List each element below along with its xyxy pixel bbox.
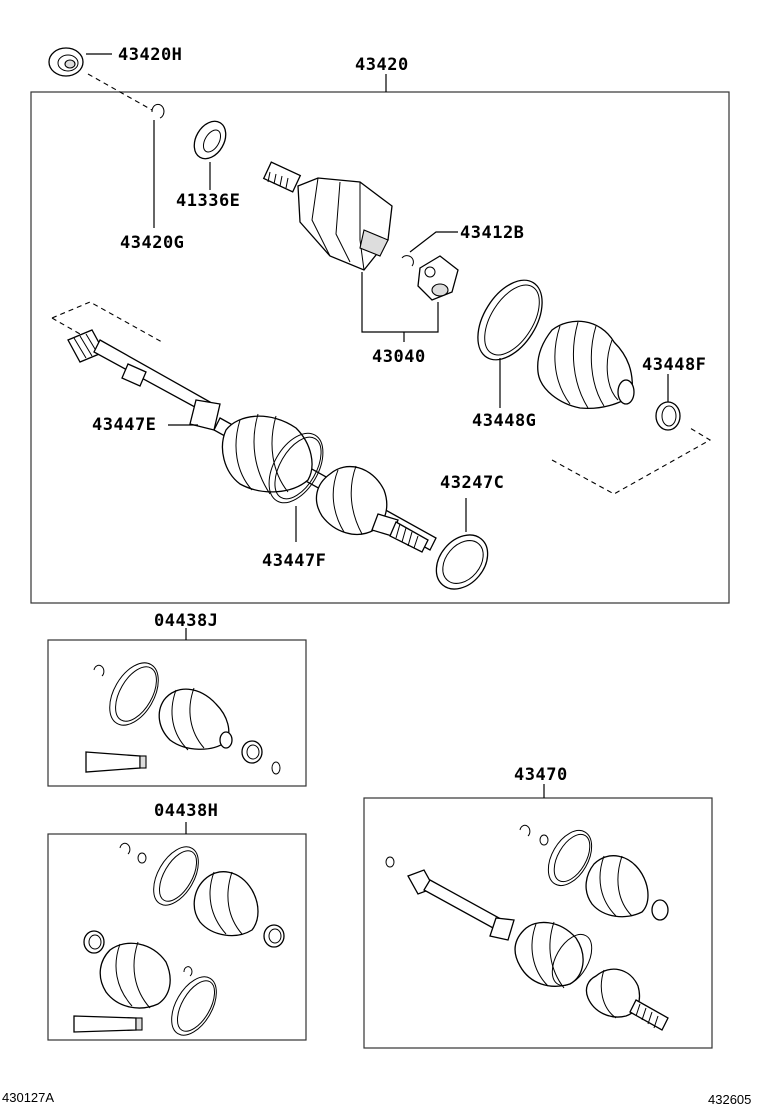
assembly-box-43420: [30, 91, 730, 604]
outboard-joint-icon[interactable]: [315, 465, 429, 553]
deflector-41336e-icon[interactable]: [188, 116, 232, 165]
ring-43247c-icon[interactable]: [426, 525, 498, 599]
label-43420[interactable]: 43420: [355, 55, 409, 75]
inboard-joint-housing-icon[interactable]: [262, 161, 393, 271]
label-43447e[interactable]: 43447E: [92, 415, 156, 435]
label-43247c[interactable]: 43247C: [440, 473, 504, 493]
clamp-43447f-icon[interactable]: [258, 424, 334, 512]
label-43447f[interactable]: 43447F: [262, 551, 326, 571]
seal-43420h-icon[interactable]: [48, 47, 84, 77]
kit-box-04438h: [47, 833, 307, 1041]
kit-04438j-parts-icon[interactable]: [85, 655, 281, 775]
footer-left-code: 430127A: [2, 1090, 54, 1105]
outboard-boot-icon[interactable]: [221, 413, 313, 495]
label-43448g[interactable]: 43448G: [472, 411, 536, 431]
assembly-box-43470: [363, 797, 713, 1049]
clamp-43448f-icon[interactable]: [655, 401, 681, 431]
tripod-icon[interactable]: [417, 255, 459, 301]
footer-right-code: 432605: [708, 1092, 751, 1107]
label-04438h[interactable]: 04438H: [154, 801, 218, 821]
label-43412b[interactable]: 43412B: [460, 223, 524, 243]
label-04438j[interactable]: 04438J: [154, 611, 218, 631]
kit-box-04438j: [47, 639, 307, 787]
inboard-boot-icon[interactable]: [537, 320, 635, 410]
label-43470[interactable]: 43470: [514, 765, 568, 785]
snap-ring-43420g-icon[interactable]: [151, 103, 165, 119]
kit-04438h-parts-icon[interactable]: [73, 839, 285, 1042]
label-43420h[interactable]: 43420H: [118, 45, 182, 65]
label-43448f[interactable]: 43448F: [642, 355, 706, 375]
label-43420g[interactable]: 43420G: [120, 233, 184, 253]
clamp-43448g-icon[interactable]: [465, 269, 556, 371]
ring-43412b-icon[interactable]: [401, 255, 414, 267]
label-43040[interactable]: 43040: [372, 347, 426, 367]
shaft-43470-icon[interactable]: [385, 823, 669, 1031]
label-41336e[interactable]: 41336E: [176, 191, 240, 211]
